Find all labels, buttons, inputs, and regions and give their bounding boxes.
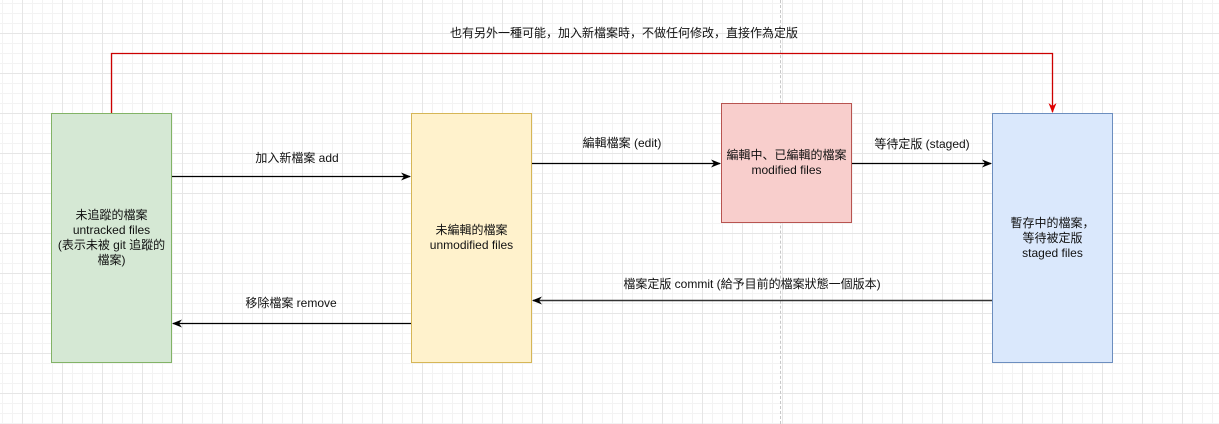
node-untracked-label: 未追蹤的檔案 untracked files (表示未被 git 追蹤的 檔案) — [57, 208, 166, 267]
node-unmodified-label: 未編輯的檔案 unmodified files — [429, 223, 514, 252]
edge-label-remove: 移除檔案 remove — [245, 296, 337, 310]
node-unmodified-files[interactable]: 未編輯的檔案 unmodified files — [411, 113, 532, 363]
edge-label-add: 加入新檔案 add — [255, 151, 339, 165]
node-modified-files[interactable]: 編輯中、已編輯的檔案 modified files — [721, 103, 852, 223]
node-modified-label: 編輯中、已編輯的檔案 modified files — [726, 148, 847, 177]
edge-label-commit: 檔案定版 commit (給予目前的檔案狀態一個版本) — [623, 277, 881, 291]
node-untracked-files[interactable]: 未追蹤的檔案 untracked files (表示未被 git 追蹤的 檔案) — [51, 113, 172, 363]
edge-label-edit: 編輯檔案 (edit) — [582, 136, 662, 150]
edge-label-stage: 等待定版 (staged) — [874, 137, 970, 151]
node-staged-label: 暫存中的檔案， 等待被定版 staged files — [1010, 215, 1095, 260]
edge-alternative[interactable] — [110, 52, 1057, 114]
node-staged-files[interactable]: 暫存中的檔案， 等待被定版 staged files — [992, 113, 1113, 363]
edge-label-alternative: 也有另外一種可能，加入新檔案時，不做任何修改，直接作為定版 — [449, 26, 799, 40]
